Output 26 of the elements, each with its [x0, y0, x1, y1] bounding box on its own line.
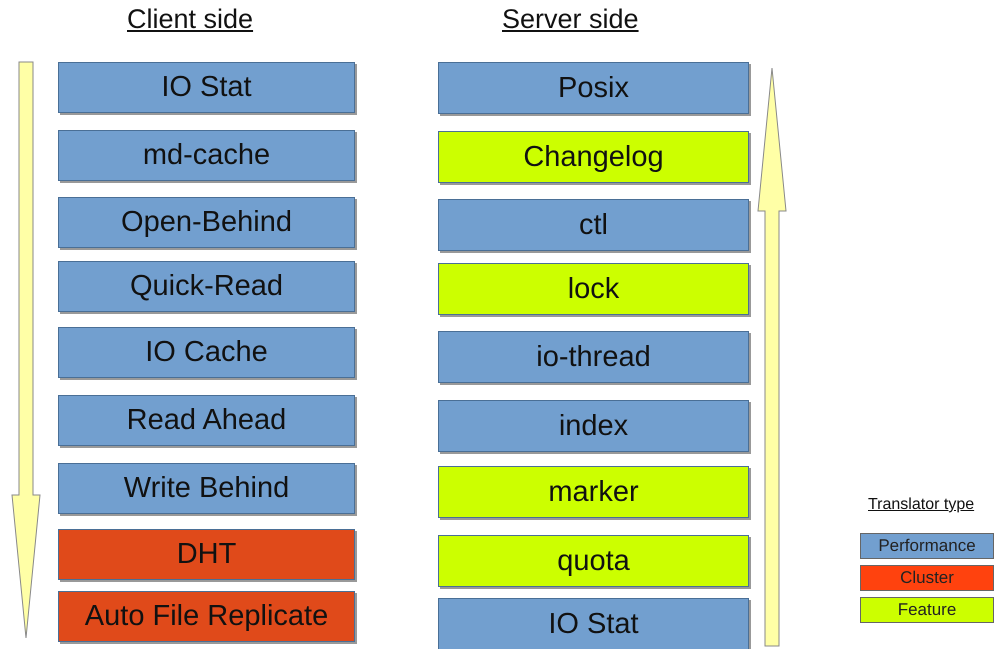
translator-box: Posix	[438, 62, 749, 114]
translator-box: IO Stat	[438, 598, 749, 649]
legend-title: Translator type	[868, 496, 974, 514]
translator-box: lock	[438, 263, 749, 315]
translator-box: Open-Behind	[58, 197, 355, 248]
translator-box: Quick-Read	[58, 261, 355, 312]
block-arrow	[11, 62, 41, 638]
legend-swatch: Feature	[860, 597, 994, 623]
translator-box: Auto File Replicate	[58, 591, 355, 642]
column-heading: Client side	[127, 4, 254, 35]
translator-box: ctl	[438, 199, 749, 251]
translator-box: Write Behind	[58, 463, 355, 514]
legend-swatch: Performance	[860, 533, 994, 559]
translator-box: io-thread	[438, 331, 749, 383]
column-heading: Server side	[502, 4, 639, 35]
translator-box: index	[438, 400, 749, 452]
block-arrow	[757, 68, 787, 646]
translator-box: IO Cache	[58, 327, 355, 378]
translator-box: marker	[438, 466, 749, 518]
translator-box: quota	[438, 535, 749, 587]
translator-box: md-cache	[58, 130, 355, 181]
translator-box: DHT	[58, 529, 355, 580]
translator-box: Changelog	[438, 131, 749, 183]
legend-swatch: Cluster	[860, 565, 994, 591]
translator-box: IO Stat	[58, 62, 355, 113]
translator-box: Read Ahead	[58, 395, 355, 446]
